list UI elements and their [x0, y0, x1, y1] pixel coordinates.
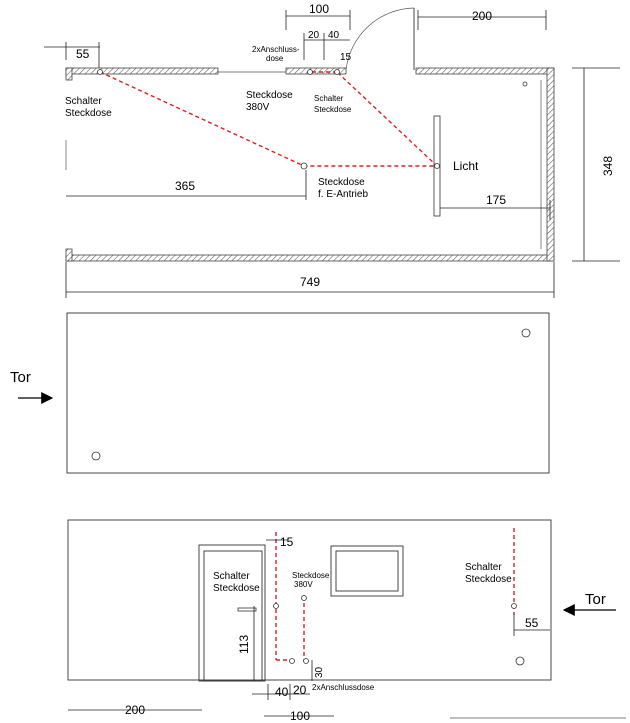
licht-label: Licht: [453, 159, 479, 173]
dim-749: 749: [300, 275, 320, 289]
steckdose-label-elev-left: Steckdose: [213, 583, 260, 594]
small-circle-symbol: [522, 81, 528, 87]
e-drive-outlet-symbol: [300, 162, 308, 170]
middle-elevation: Tor: [10, 312, 550, 474]
elev-dim-30: 30: [314, 666, 325, 678]
dim-40: 40: [328, 30, 340, 41]
e-antrieb-label-1: Steckdose: [318, 177, 365, 188]
steckdose-label-elev-right: Steckdose: [465, 574, 512, 585]
steckdose-label-plan-left: Steckdose: [65, 108, 112, 119]
window-outer: [330, 545, 404, 597]
dim-15-plan: 15: [340, 52, 352, 63]
steckdose-label-plan-right: Steckdose: [314, 105, 352, 114]
anschluss-label-1: 2xAnschluss-: [252, 45, 300, 54]
plan-left-wall-top: [65, 67, 73, 81]
elev-dim-113: 113: [237, 635, 251, 654]
floor-plan: 100 200 20 40 15 55 365 175 749 348 2xAn…: [44, 2, 620, 298]
bottom-wall-outline: [67, 519, 552, 681]
steckdose-380-label-elev-2: 380V: [294, 580, 313, 589]
steckdose-380-label-1: Steckdose: [246, 90, 293, 101]
light-connection-symbol: [434, 163, 440, 169]
dim-348: 348: [601, 156, 615, 176]
dim-175: 175: [486, 193, 506, 207]
plan-bottom-wall: [65, 254, 555, 262]
dim-20: 20: [308, 30, 320, 41]
switch-outlet-2-symbol: [334, 69, 340, 75]
middle-circle-bottom-left: [91, 451, 101, 461]
elev-dim-40: 40: [275, 685, 289, 699]
plan-left-wall-bottom: [65, 248, 73, 262]
door-frame: [198, 544, 266, 682]
door-swing-arc: [345, 7, 415, 71]
plan-right-wall: [546, 67, 555, 262]
elev-dim-55: 55: [525, 616, 539, 630]
bottom-elevation: Schalter Steckdose Steckdose 380V Schalt…: [67, 519, 626, 723]
window-inner: [335, 550, 399, 592]
schalter-label-plan-left: Schalter: [65, 96, 102, 107]
outlet-380v-symbol: [307, 69, 313, 75]
plan-top-wall-right: [415, 67, 555, 75]
elev-anschluss-symbol-1: [289, 658, 295, 664]
schalter-label-plan-right: Schalter: [314, 94, 344, 103]
elev-dim-20: 20: [293, 683, 307, 697]
elev-right-outlet-symbol: [511, 603, 517, 609]
steckdose-380-label-elev-1: Steckdose: [292, 571, 330, 580]
dim-100: 100: [309, 2, 329, 16]
switch-outlet-symbol: [97, 69, 103, 75]
elev-dim-200: 200: [125, 703, 145, 717]
elev-dim-15: 15: [280, 535, 294, 549]
elev-circle-bottom-right: [515, 656, 525, 666]
e-antrieb-label-2: f. E-Antrieb: [318, 189, 368, 200]
plan-top-wall-middle: [285, 67, 347, 75]
anschlussdose-label: 2xAnschlussdose: [312, 683, 375, 692]
door-handle: [237, 607, 257, 612]
schalter-label-elev-left: Schalter: [213, 571, 250, 582]
tor-label-left: Tor: [10, 369, 31, 386]
dim-200: 200: [472, 9, 492, 23]
middle-wall-outline: [66, 312, 550, 474]
dim-365: 365: [175, 179, 195, 193]
tor-label-right: Tor: [585, 591, 606, 608]
anschluss-label-2: dose: [266, 54, 284, 63]
steckdose-380-label-2: 380V: [246, 102, 270, 113]
elev-dim-100: 100: [290, 709, 310, 723]
elev-anschluss-symbol-2: [303, 658, 309, 664]
plan-top-wall-left: [65, 67, 219, 75]
dim-55-plan: 55: [76, 47, 90, 61]
elev-switch-outlet-symbol: [273, 603, 279, 609]
middle-circle-top-right: [521, 328, 531, 338]
schalter-label-elev-right: Schalter: [465, 562, 502, 573]
elev-380v-symbol: [301, 595, 307, 601]
plan-wire-1: [99, 71, 439, 167]
door-leaf-elevation: [203, 550, 263, 682]
